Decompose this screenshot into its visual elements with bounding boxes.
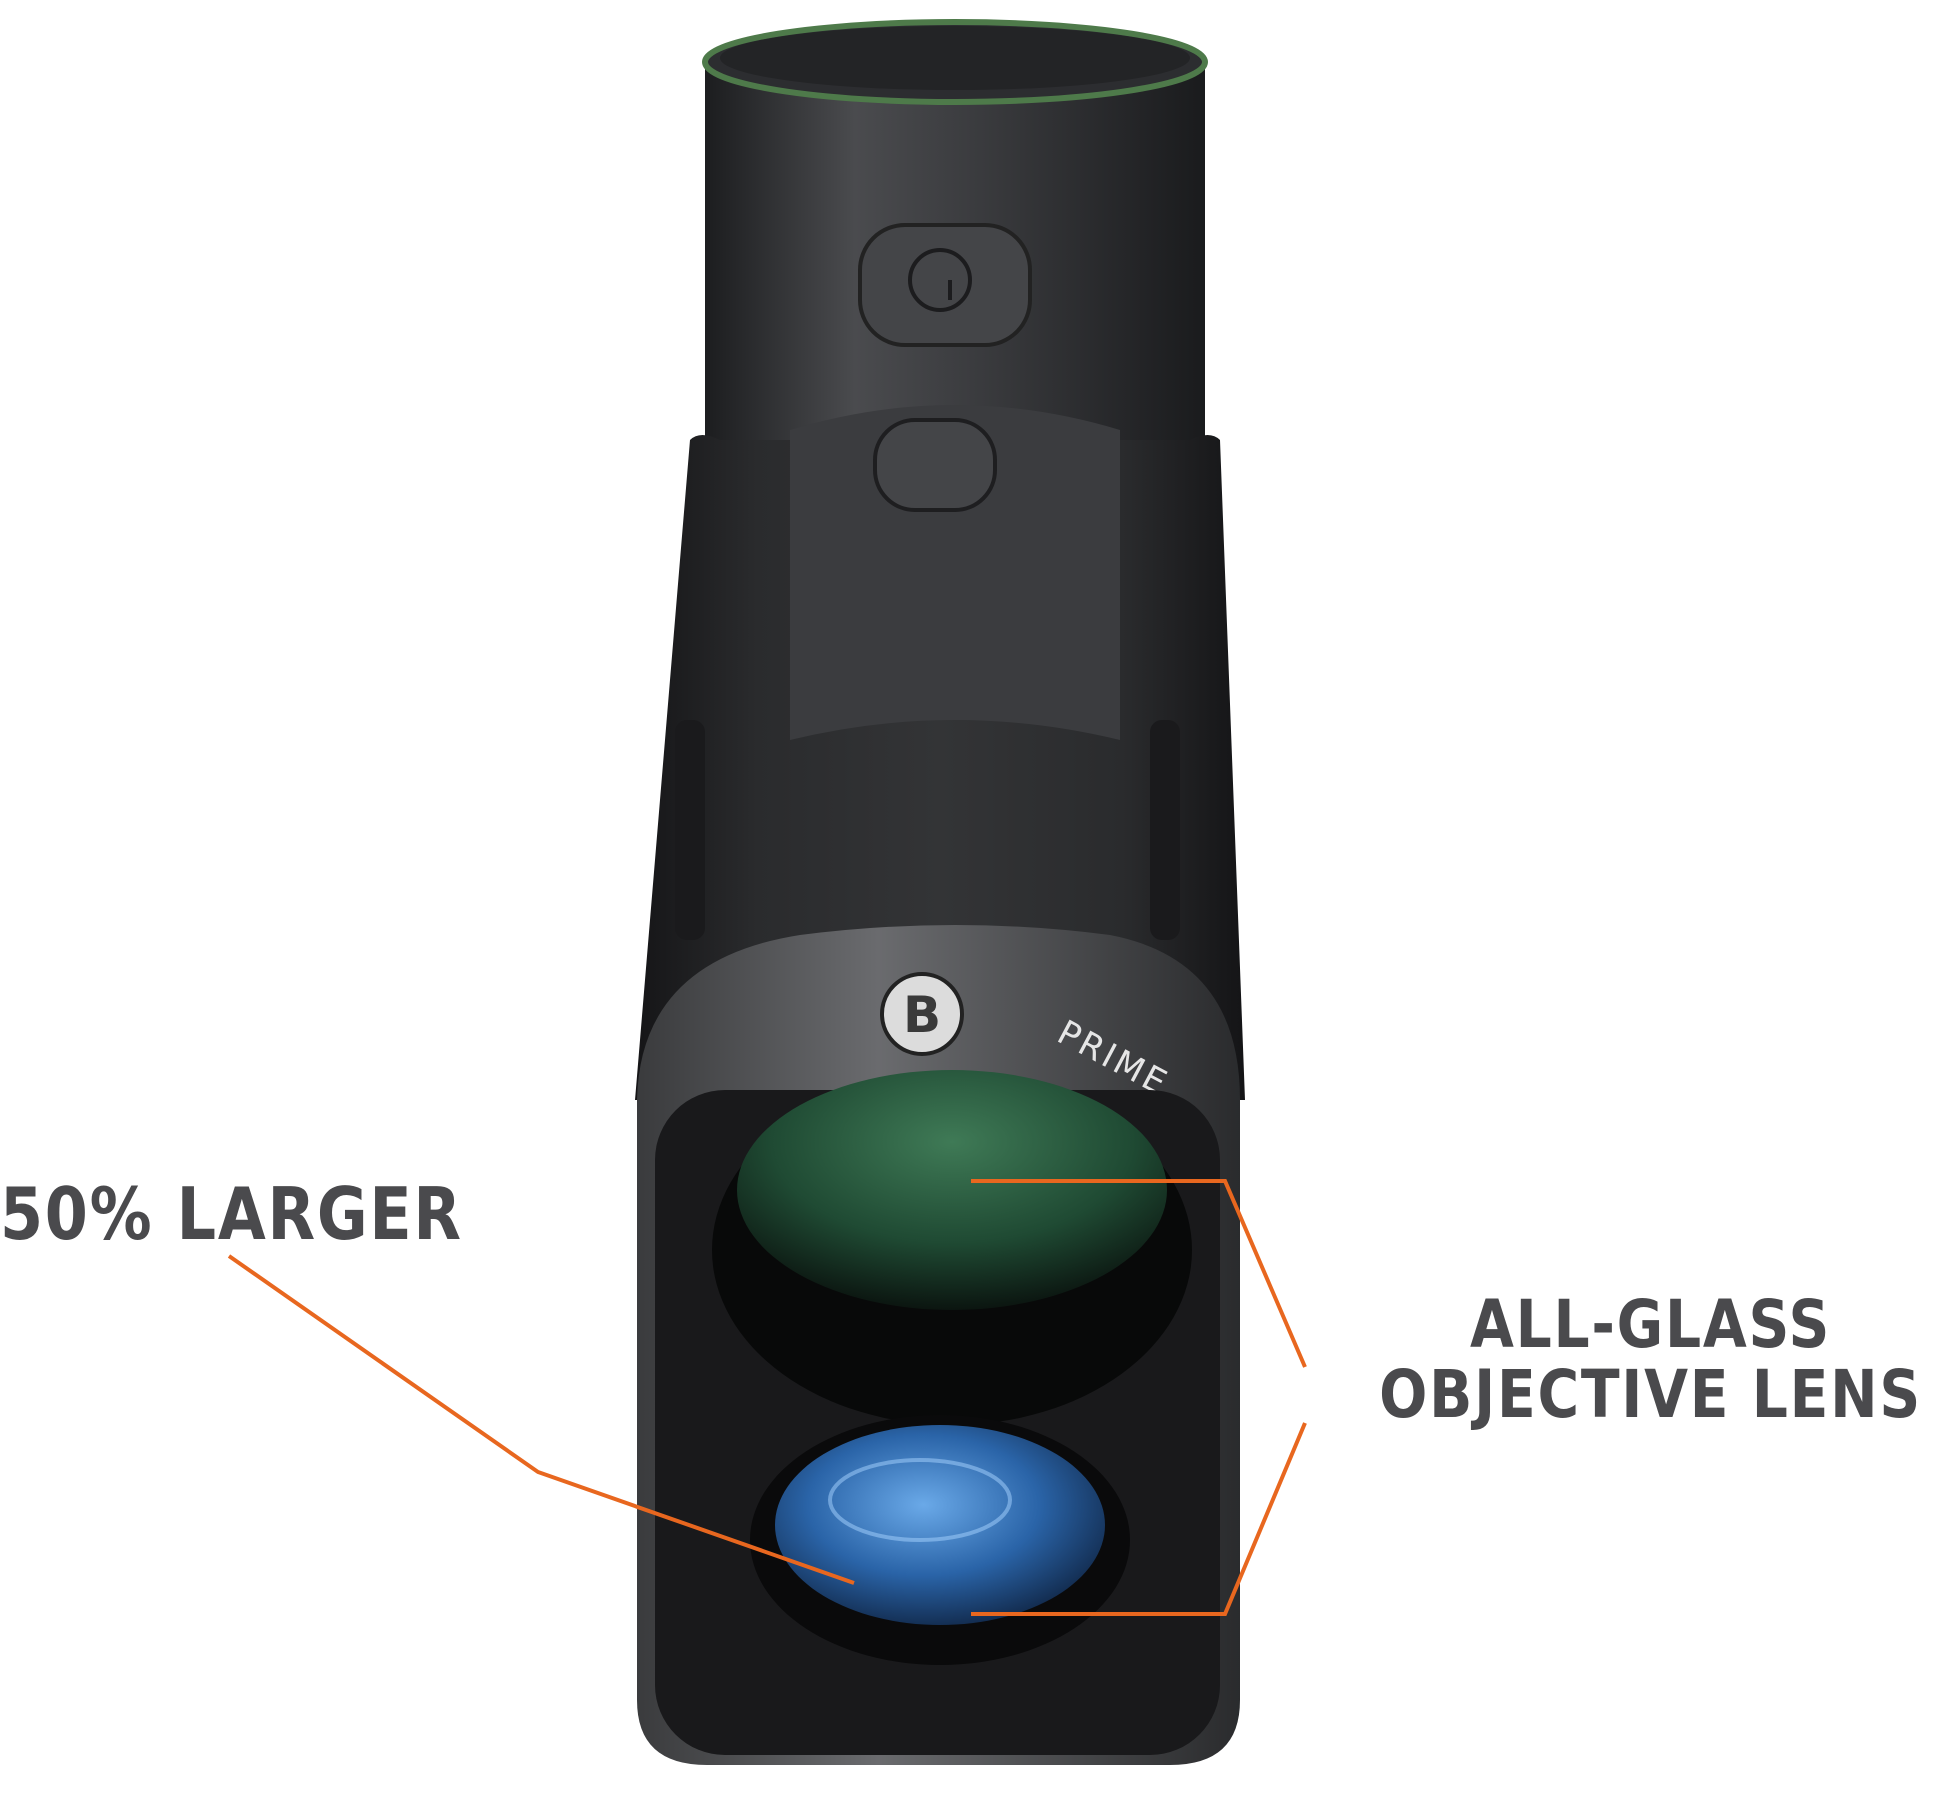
laser-lens xyxy=(775,1425,1105,1625)
callout-glass-line1: ALL-GLASS xyxy=(1469,1286,1832,1363)
callout-larger: 50% LARGER xyxy=(0,1172,463,1256)
callout-line-glass-lower xyxy=(971,1422,1307,1616)
callout-line-glass-upper xyxy=(971,1179,1307,1368)
objective-lens xyxy=(737,1070,1167,1310)
brand-logo xyxy=(880,972,964,1056)
callout-line-larger xyxy=(227,1254,855,1585)
power-button[interactable] xyxy=(858,223,1032,347)
callout-glass-line2: OBJECTIVE LENS xyxy=(1379,1356,1922,1433)
grip-pad-left xyxy=(675,720,705,940)
eyepiece xyxy=(720,26,1190,90)
grip-pad-right xyxy=(1150,720,1180,940)
mode-button[interactable] xyxy=(873,418,997,512)
power-icon xyxy=(908,248,972,312)
top-panel xyxy=(790,405,1120,740)
callout-all-glass: ALL-GLASS OBJECTIVE LENS xyxy=(1379,1290,1922,1430)
brand-logo-letter: B xyxy=(903,986,941,1044)
